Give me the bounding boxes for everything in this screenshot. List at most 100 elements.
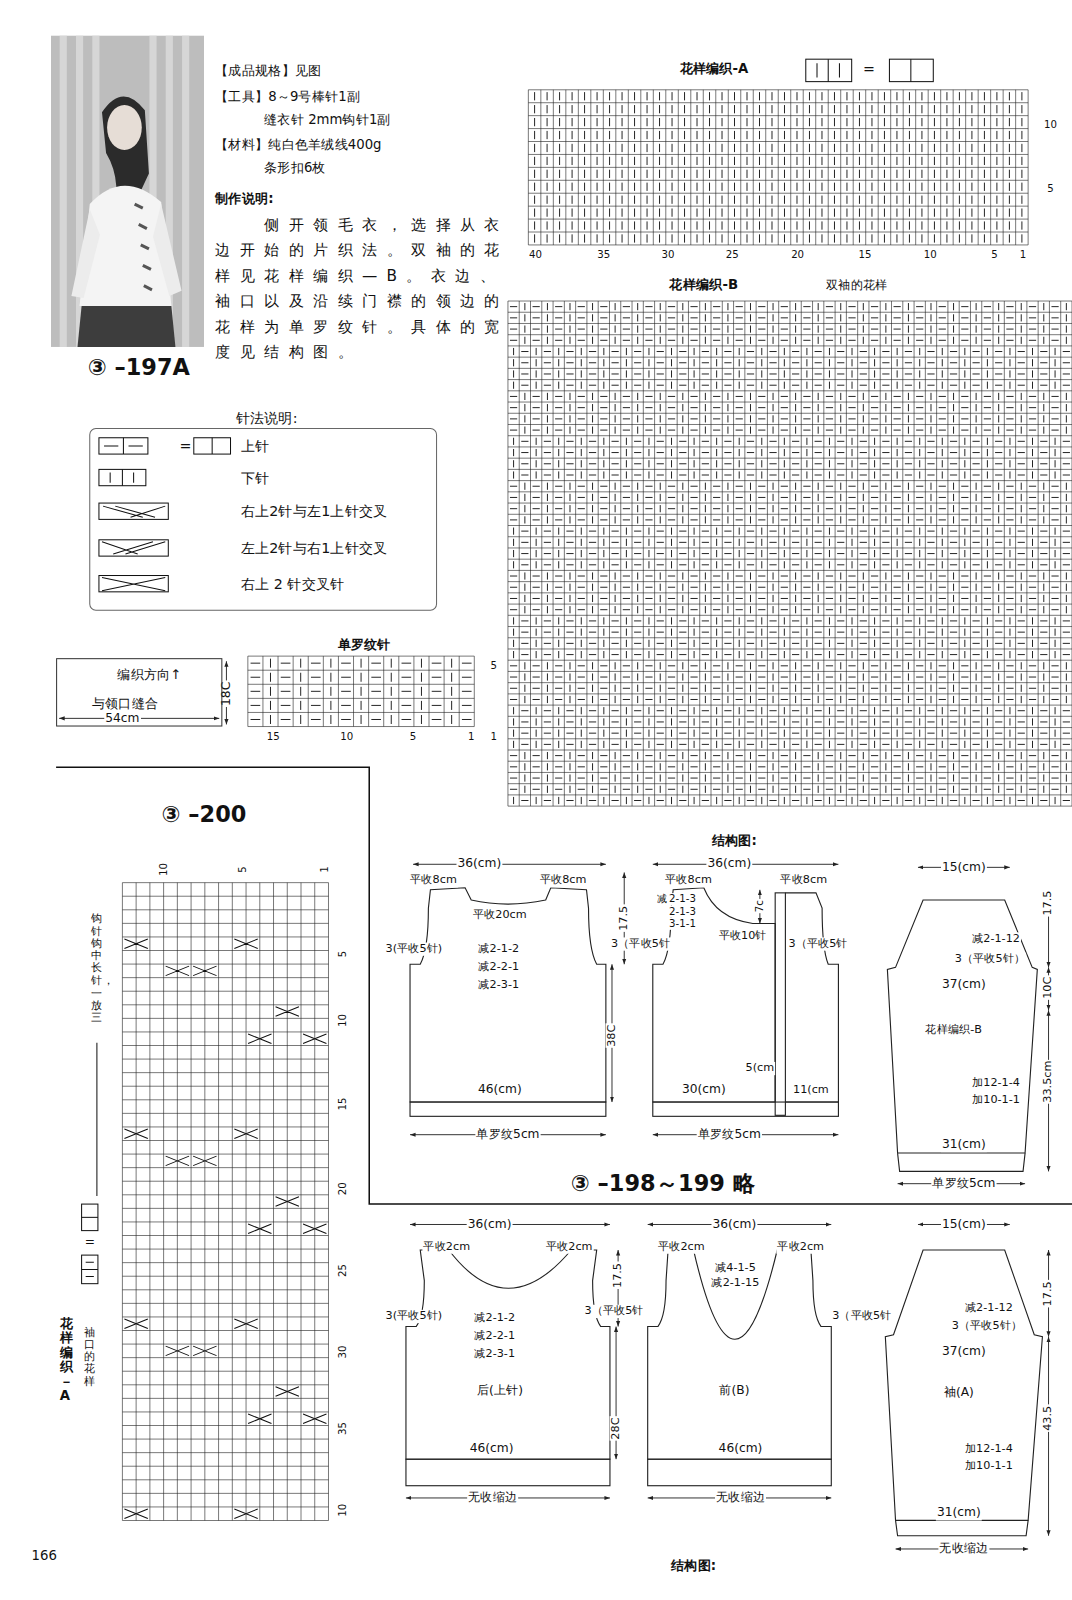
section-heading: 花样编织－A bbox=[60, 1316, 73, 1404]
hem-band bbox=[648, 1459, 832, 1486]
photo-buttons bbox=[135, 204, 152, 290]
label-text: 46(cm) bbox=[469, 1442, 515, 1456]
rib-chart bbox=[248, 656, 474, 726]
label-text: 5(cm bbox=[745, 1062, 776, 1075]
rib-band bbox=[410, 1102, 606, 1116]
label-text: 25 bbox=[725, 249, 740, 261]
legend-entry: 右上 2 针交叉针 bbox=[240, 575, 346, 591]
label-text: 30(cm) bbox=[681, 1083, 727, 1097]
dimension-label: 38C bbox=[606, 1024, 619, 1048]
label-text: 无收缩边 bbox=[467, 1491, 518, 1505]
vertical-label: 袖口的花样 bbox=[84, 1327, 95, 1389]
empty-symbol bbox=[212, 438, 213, 454]
front-piece bbox=[648, 1250, 832, 1459]
label-text: 减2-1-15 bbox=[710, 1277, 760, 1290]
note-text: 减2-1-2 bbox=[477, 943, 520, 956]
stitch-symbols bbox=[535, 92, 1022, 242]
label-text: 平收2cm bbox=[545, 1240, 594, 1253]
purl-symbol bbox=[104, 438, 143, 454]
dimension-label: 43.5 bbox=[1042, 1405, 1055, 1432]
photo-jeans bbox=[78, 306, 176, 347]
section-heading: 结构图: bbox=[670, 1559, 717, 1574]
cable-chart bbox=[122, 883, 328, 1521]
sleeve-chart bbox=[508, 301, 1072, 806]
rib-band bbox=[898, 1153, 1025, 1171]
label-text: 11(cm bbox=[792, 1083, 830, 1096]
label-text: 平收2cm bbox=[422, 1240, 471, 1253]
section-border bbox=[56, 767, 1072, 1204]
dimension-label: 33.5cm bbox=[1042, 1060, 1055, 1104]
cross-symbol bbox=[99, 576, 168, 592]
note-text: 【材料】纯白色羊绒线400g bbox=[214, 137, 382, 152]
label-text: 平收8cm bbox=[409, 874, 458, 887]
label-text: 15 bbox=[857, 249, 872, 261]
label-text: 20 bbox=[790, 249, 805, 261]
note-text: 5 bbox=[490, 659, 499, 671]
note-text: 3（平收5针 bbox=[831, 1310, 892, 1323]
dimension-label: 1 bbox=[318, 865, 330, 874]
dimension-label: 10C bbox=[1042, 976, 1055, 1000]
dimension-label: 5 bbox=[237, 865, 249, 874]
note-text: 3（平收5针） bbox=[951, 1320, 1023, 1333]
stitch-symbols bbox=[510, 303, 1070, 804]
dimension-line bbox=[413, 864, 606, 865]
back-piece bbox=[410, 888, 606, 1102]
note-text: 减2-1-12 bbox=[971, 932, 1021, 945]
label-text: 46(cm) bbox=[718, 1442, 764, 1456]
note-text: 减2-2-1 bbox=[477, 961, 520, 974]
label-text: 单罗纹5cm bbox=[475, 1128, 540, 1142]
note-text: 加12-1-4 bbox=[971, 1077, 1021, 1090]
label-text: 37(cm) bbox=[941, 1345, 987, 1359]
label-text: 1 bbox=[1019, 249, 1028, 261]
label-text: 双袖的花样 bbox=[825, 279, 888, 293]
photo-stripes bbox=[63, 36, 185, 347]
hem-band bbox=[406, 1459, 610, 1486]
label-text: 平收2cm bbox=[657, 1240, 706, 1253]
dimension-label: 5 bbox=[337, 950, 349, 959]
label-text: 31(cm) bbox=[936, 1506, 982, 1520]
dimension-label: 17.5 bbox=[618, 905, 631, 932]
legend-entry: 右上2针与左1上针交叉 bbox=[240, 503, 389, 519]
dimension-label: 10 bbox=[337, 1013, 349, 1028]
cross-symbol bbox=[103, 506, 165, 517]
section-heading: 单罗纹针 bbox=[337, 637, 392, 652]
note-text: 减2-1-12 bbox=[964, 1302, 1014, 1315]
label-text: 袖(A) bbox=[943, 1386, 975, 1400]
note-text: 3（平收5针 bbox=[583, 1305, 644, 1318]
purl-symbol bbox=[82, 1262, 98, 1276]
box-text: 编织方向↑ bbox=[116, 668, 182, 683]
label-text: 平收2cm bbox=[776, 1240, 825, 1253]
box-text: 与领口缝合 bbox=[91, 696, 159, 711]
empty-symbol bbox=[910, 59, 911, 81]
photo-face bbox=[107, 105, 142, 150]
cross-symbols bbox=[124, 939, 326, 1518]
label-text: 平收20cm bbox=[472, 909, 528, 922]
cross-symbol bbox=[99, 503, 168, 519]
label-text: 无收缩边 bbox=[715, 1491, 766, 1505]
label-text: 花样编织-B bbox=[924, 1024, 983, 1037]
label-text: 平收8cm bbox=[539, 874, 588, 887]
label-text: 10 bbox=[923, 249, 938, 261]
label-text: 10 bbox=[1043, 119, 1058, 131]
photo-ground bbox=[51, 36, 204, 347]
empty-symbol bbox=[194, 438, 231, 454]
label-text: 5 bbox=[990, 249, 999, 261]
note-text: 3（平收5针 bbox=[787, 937, 848, 950]
label-text: 40 bbox=[528, 249, 543, 261]
garment-pieces bbox=[406, 888, 1042, 1536]
front-piece bbox=[785, 893, 838, 1102]
label-text: 36(cm) bbox=[456, 857, 502, 871]
section-heading: 花样编织-B bbox=[668, 278, 739, 293]
grid-lines bbox=[122, 883, 328, 1521]
knit-symbol bbox=[110, 469, 133, 485]
note-text: 减2-3-1 bbox=[473, 1348, 516, 1361]
note-text: 减 bbox=[656, 893, 668, 905]
note-text: 减2-3-1 bbox=[477, 979, 520, 992]
label-text: 无收缩边 bbox=[938, 1542, 989, 1556]
purl-symbol bbox=[82, 1255, 98, 1284]
note-text: 加10-1-1 bbox=[971, 1094, 1021, 1107]
legend-box bbox=[90, 429, 437, 611]
grid-lines bbox=[248, 656, 474, 726]
legend-entry: 下针 bbox=[240, 469, 271, 485]
label-text: 46(cm) bbox=[477, 1083, 523, 1097]
